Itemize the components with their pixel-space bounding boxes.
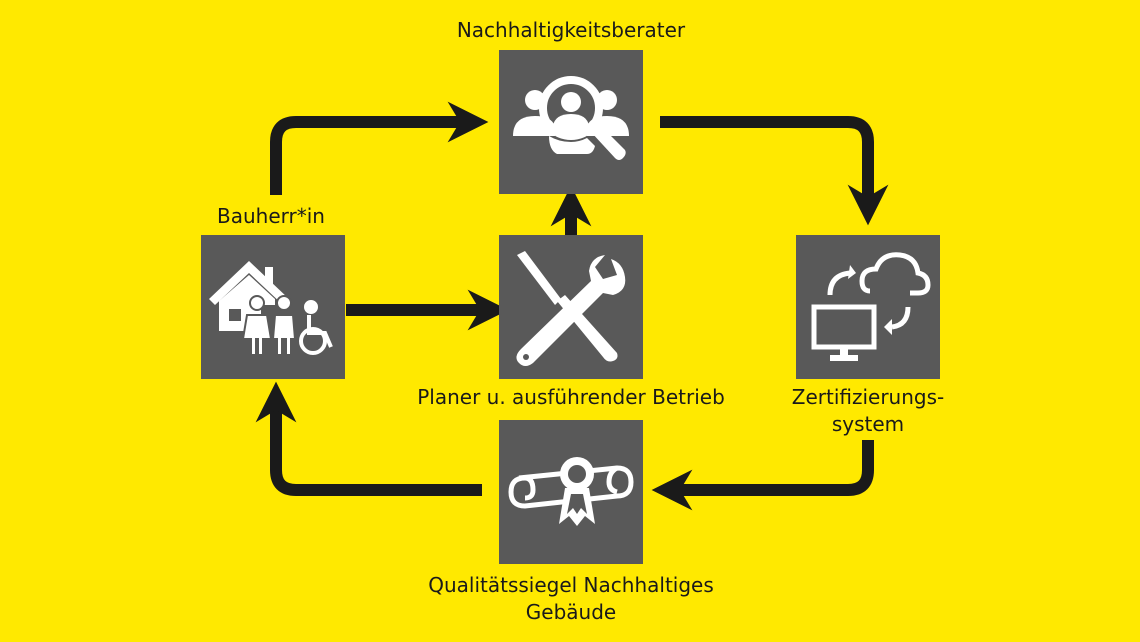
label-siegel: Qualitätssiegel Nachhaltiges Gebäude xyxy=(404,572,738,626)
arrow-zert-to-siegel xyxy=(651,440,874,511)
node-siegel xyxy=(499,420,643,564)
arrow-siegel-to-bauherr xyxy=(255,381,482,496)
label-zert-line2: system xyxy=(831,412,905,436)
arrow-bauherr-to-berater xyxy=(270,101,489,195)
label-bauherr: Bauherr*in xyxy=(217,204,325,228)
tools-icon xyxy=(516,251,626,366)
label-berater: Nachhaltigkeitsberater xyxy=(456,18,686,42)
node-zert xyxy=(796,235,940,379)
arrow-berater-to-zert xyxy=(660,116,889,226)
consultant-search-icon xyxy=(513,76,629,160)
certificate-scroll-icon xyxy=(508,457,634,526)
label-zert: Zertifizierungs- system xyxy=(770,384,966,438)
label-siegel-line1: Qualitätssiegel Nachhaltiges xyxy=(428,573,714,597)
node-planer xyxy=(499,235,643,379)
node-bauherr xyxy=(201,235,345,379)
label-planer: Planer u. ausführender Betrieb xyxy=(417,385,725,409)
label-siegel-line2: Gebäude xyxy=(525,600,617,624)
family-house-icon xyxy=(209,261,333,356)
node-berater xyxy=(499,50,643,194)
label-zert-line1: Zertifizierungs- xyxy=(791,385,945,409)
computer-cloud-icon xyxy=(811,252,931,361)
